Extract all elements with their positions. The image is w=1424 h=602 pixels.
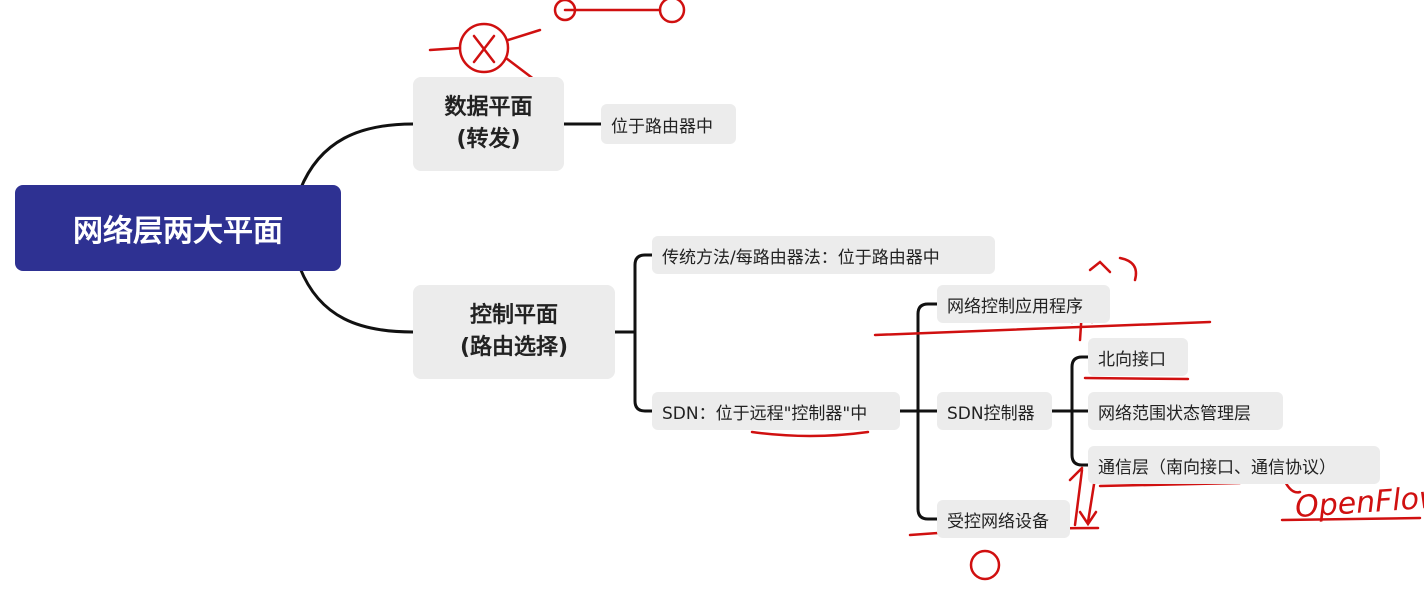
node-label: SDN控制器	[947, 403, 1035, 424]
control-plane-subtitle: (路由选择)	[459, 335, 569, 360]
node-label: 位于路由器中	[611, 116, 713, 137]
data-plane-node[interactable]: 数据平面 (转发)	[413, 77, 564, 171]
controlled-device-node[interactable]: 受控网络设备	[937, 500, 1070, 538]
node-label: 北向接口	[1098, 349, 1166, 370]
node-label: 通信层（南向接口、通信协议）	[1098, 457, 1336, 478]
data-plane-title: 数据平面	[444, 95, 533, 120]
sdn-controller-node[interactable]: SDN控制器	[937, 392, 1052, 430]
state-management-node[interactable]: 网络范围状态管理层	[1088, 392, 1283, 430]
traditional-method-node[interactable]: 传统方法/每路由器法：位于路由器中	[652, 236, 995, 274]
network-control-app-node[interactable]: 网络控制应用程序	[937, 285, 1110, 323]
control-plane-title: 控制平面	[469, 303, 558, 328]
sdn-node[interactable]: SDN：位于远程"控制器"中	[652, 392, 900, 430]
handwritten-annotations	[48, 0, 1422, 581]
node-label: 网络范围状态管理层	[1098, 403, 1251, 424]
node-label: 传统方法/每路由器法：位于路由器中	[662, 247, 940, 268]
root-label: 网络层两大平面	[73, 214, 283, 249]
node-label: 受控网络设备	[947, 511, 1049, 532]
node-label: 网络控制应用程序	[947, 296, 1083, 317]
data-plane-subtitle: (转发)	[456, 127, 521, 152]
control-plane-node[interactable]: 控制平面 (路由选择)	[413, 285, 615, 379]
data-plane-location-node[interactable]: 位于路由器中	[601, 104, 736, 144]
northbound-interface-node[interactable]: 北向接口	[1088, 338, 1188, 376]
node-label: SDN：位于远程"控制器"中	[662, 403, 868, 424]
communication-layer-node[interactable]: 通信层（南向接口、通信协议）	[1088, 446, 1380, 484]
root-node[interactable]: 网络层两大平面	[15, 185, 341, 271]
